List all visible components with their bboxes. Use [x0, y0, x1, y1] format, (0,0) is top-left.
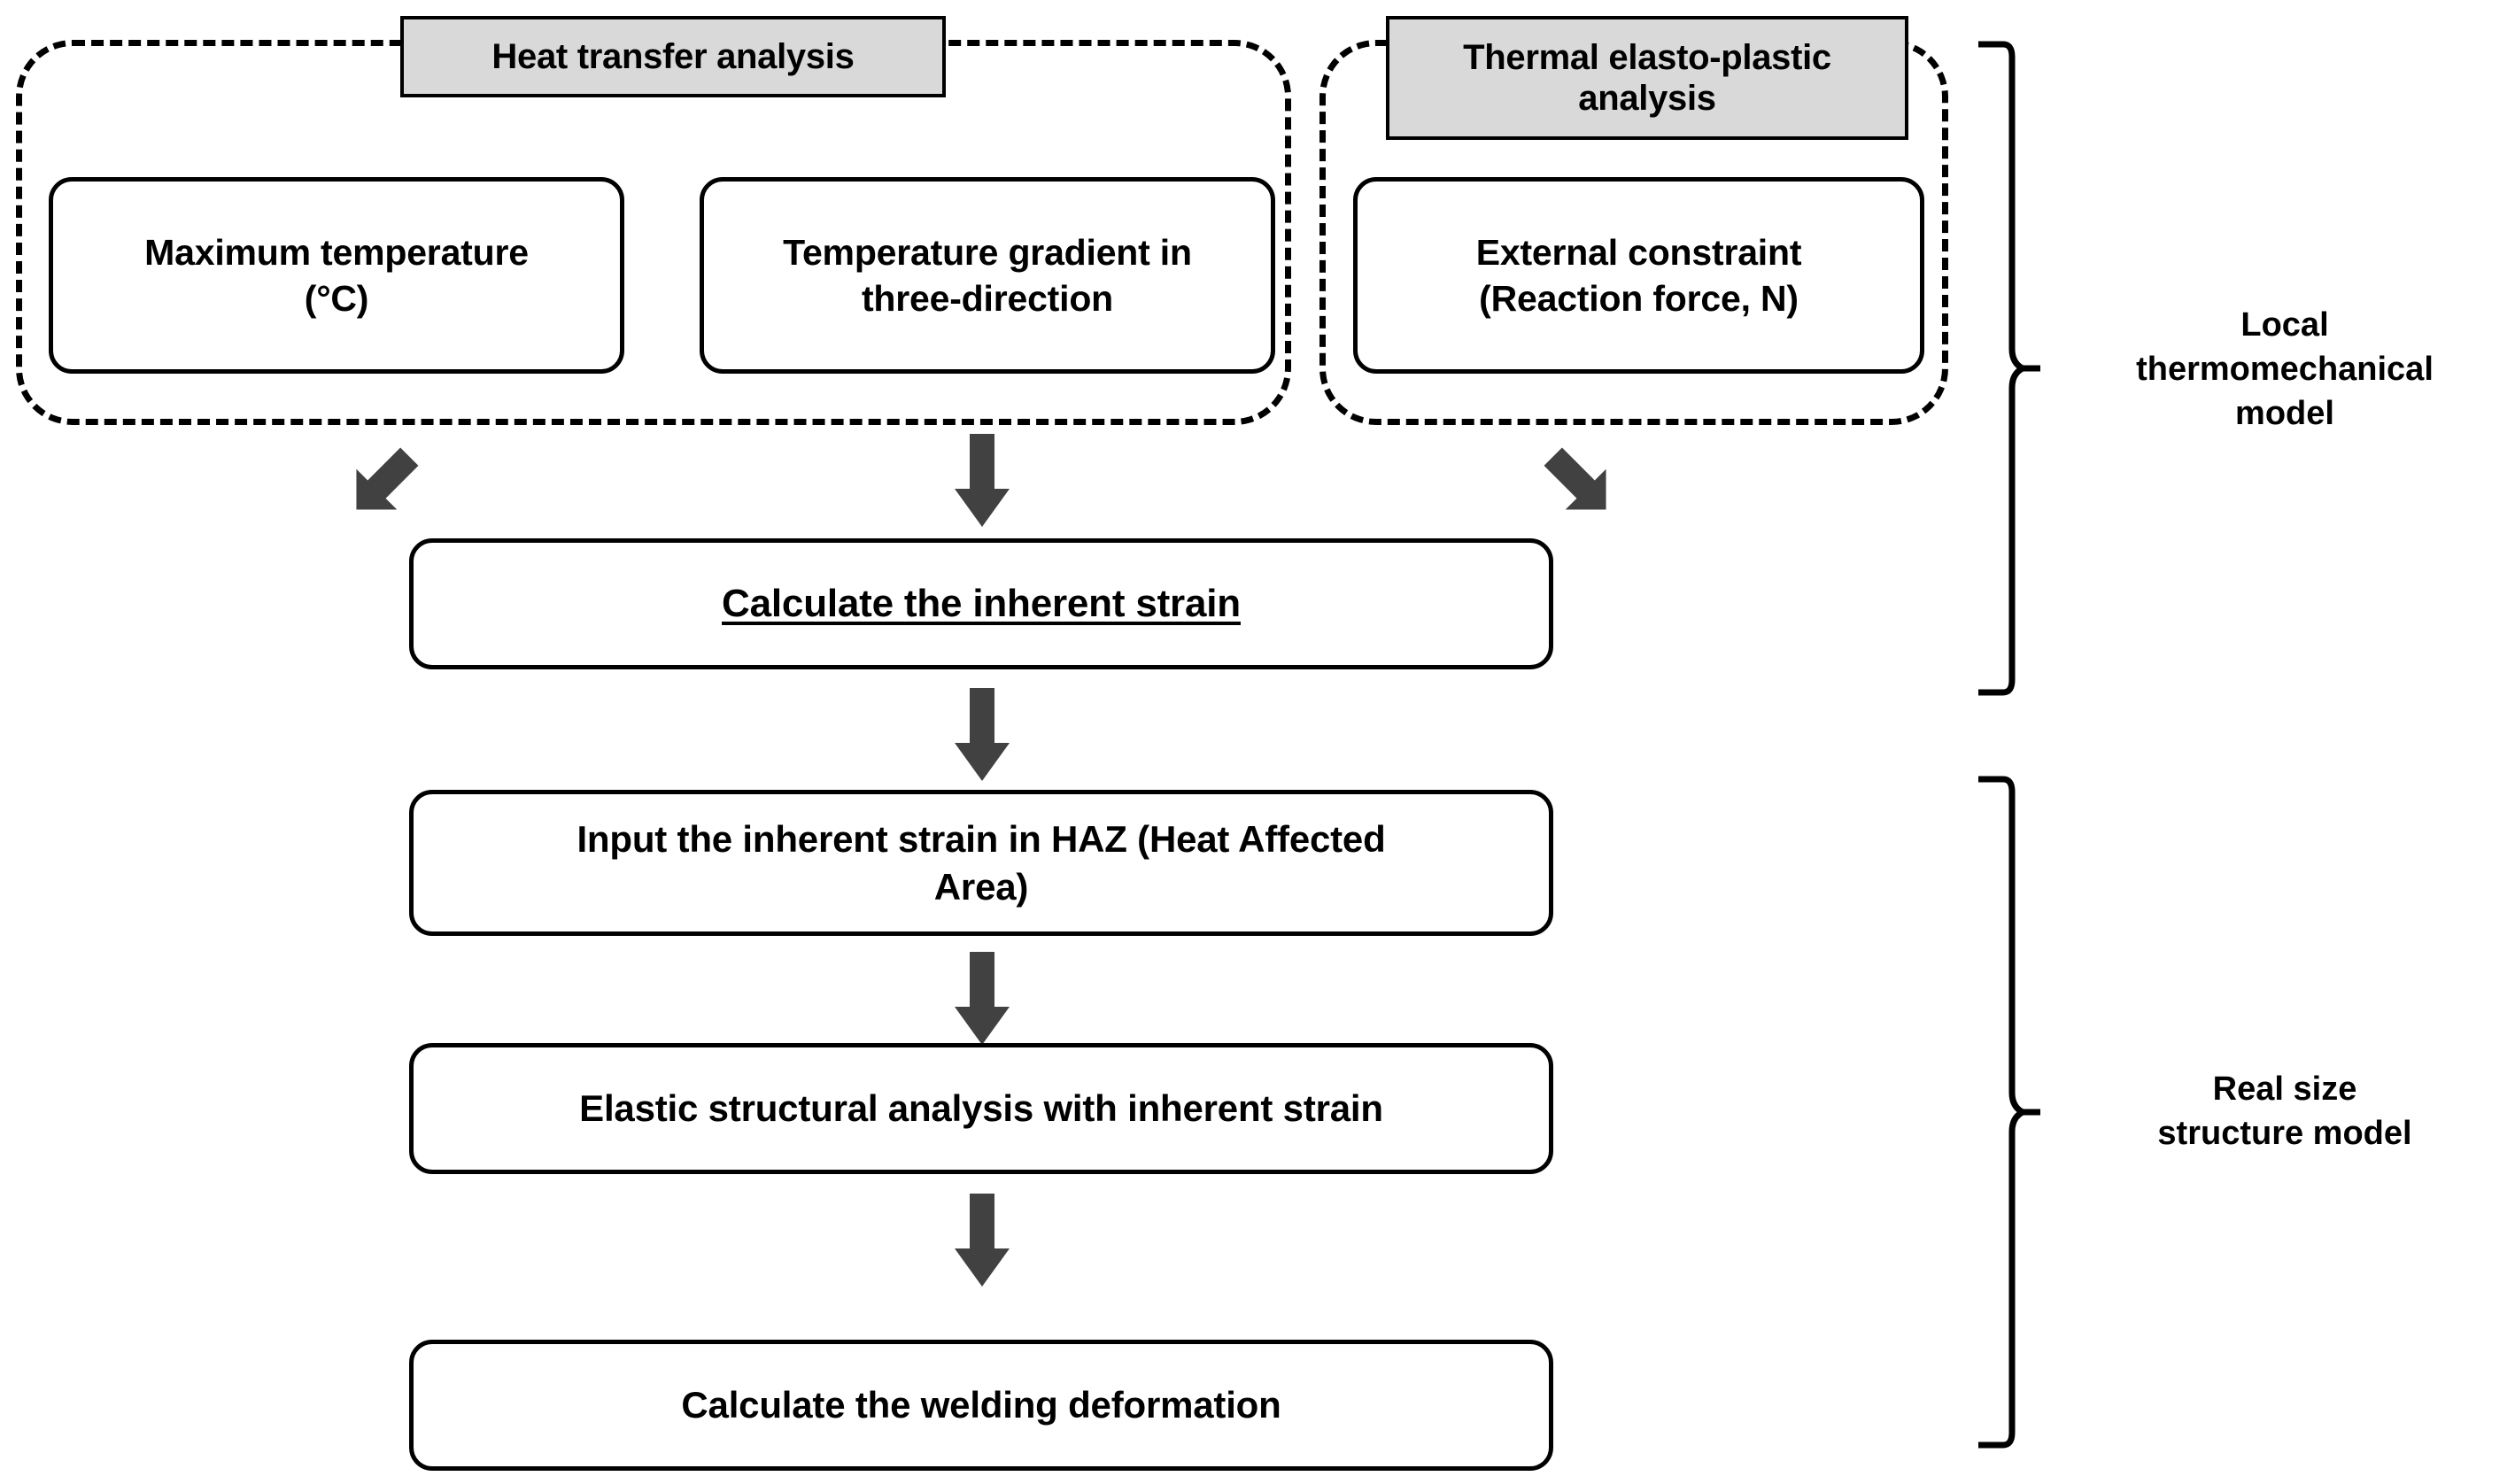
- max-temperature-line1: Maximum temperature: [144, 231, 529, 273]
- heat-transfer-analysis-header: Heat transfer analysis: [400, 16, 946, 97]
- bracket-local-thermomechanical: [1977, 41, 2040, 696]
- max-temperature-line2: (°C): [304, 278, 369, 319]
- arrow-right-diagonal: [1539, 443, 1619, 522]
- input-box-max-temperature: Maximum temperature (°C): [49, 177, 624, 374]
- local-thermomechanical-line3: model: [2235, 395, 2334, 433]
- arrow-left-diagonal: [344, 443, 423, 522]
- input-inherent-strain-haz-text: Input the inherent strain in HAZ (Heat A…: [437, 815, 1526, 911]
- arrow-center-vertical-4: [955, 1194, 1010, 1287]
- side-label-local-thermomechanical-model: Local thermomechanical model: [2063, 303, 2506, 436]
- external-constraint-line1: External constraint: [1475, 231, 1802, 273]
- bracket-real-size-structure: [1977, 776, 2040, 1449]
- calculate-welding-deformation-label: Calculate the welding deformation: [681, 1384, 1281, 1426]
- real-size-structure-line2: structure model: [2157, 1115, 2412, 1153]
- elastic-structural-analysis-label: Elastic structural analysis with inheren…: [579, 1087, 1383, 1130]
- step-calculate-welding-deformation: Calculate the welding deformation: [409, 1340, 1553, 1471]
- external-constraint-line2: (Reaction force, N): [1479, 278, 1799, 319]
- step-input-inherent-strain-haz: Input the inherent strain in HAZ (Heat A…: [409, 790, 1553, 936]
- step-calculate-inherent-strain: Calculate the inherent strain: [409, 538, 1553, 669]
- thermal-elasto-plastic-label-line1: Thermal elasto-plastic: [1463, 38, 1831, 77]
- arrow-center-vertical-3: [955, 952, 1010, 1045]
- calculate-inherent-strain-label: Calculate the inherent strain: [722, 581, 1241, 625]
- max-temperature-text: Maximum temperature (°C): [76, 229, 597, 322]
- input-box-temperature-gradient: Temperature gradient in three-direction: [700, 177, 1275, 374]
- local-thermomechanical-line2: thermomechanical: [2136, 351, 2434, 389]
- local-thermomechanical-line1: Local: [2240, 306, 2329, 344]
- input-inherent-strain-haz-line2: Area): [933, 865, 1029, 908]
- temperature-gradient-line2: three-direction: [861, 278, 1114, 319]
- arrow-center-vertical-1: [955, 434, 1010, 527]
- input-inherent-strain-haz-line1: Input the inherent strain in HAZ (Heat A…: [577, 817, 1386, 860]
- heat-transfer-analysis-label: Heat transfer analysis: [491, 37, 855, 76]
- temperature-gradient-line1: Temperature gradient in: [783, 231, 1192, 273]
- side-label-real-size-structure-model: Real size structure model: [2063, 1067, 2506, 1156]
- elastic-structural-analysis-text: Elastic structural analysis with inheren…: [437, 1085, 1526, 1132]
- temperature-gradient-text: Temperature gradient in three-direction: [727, 229, 1248, 322]
- step-elastic-structural-analysis: Elastic structural analysis with inheren…: [409, 1043, 1553, 1174]
- calculate-welding-deformation-label-wrap: Calculate the welding deformation: [437, 1381, 1526, 1429]
- arrow-center-vertical-2: [955, 688, 1010, 781]
- input-box-external-constraint: External constraint (Reaction force, N): [1353, 177, 1924, 374]
- calculate-inherent-strain-text: Calculate the inherent strain: [437, 579, 1526, 629]
- external-constraint-text: External constraint (Reaction force, N): [1381, 229, 1897, 322]
- thermal-elasto-plastic-analysis-header: Thermal elasto-plastic analysis: [1386, 16, 1908, 140]
- thermal-elasto-plastic-label-line2: analysis: [1578, 79, 1716, 118]
- real-size-structure-line1: Real size: [2212, 1070, 2357, 1108]
